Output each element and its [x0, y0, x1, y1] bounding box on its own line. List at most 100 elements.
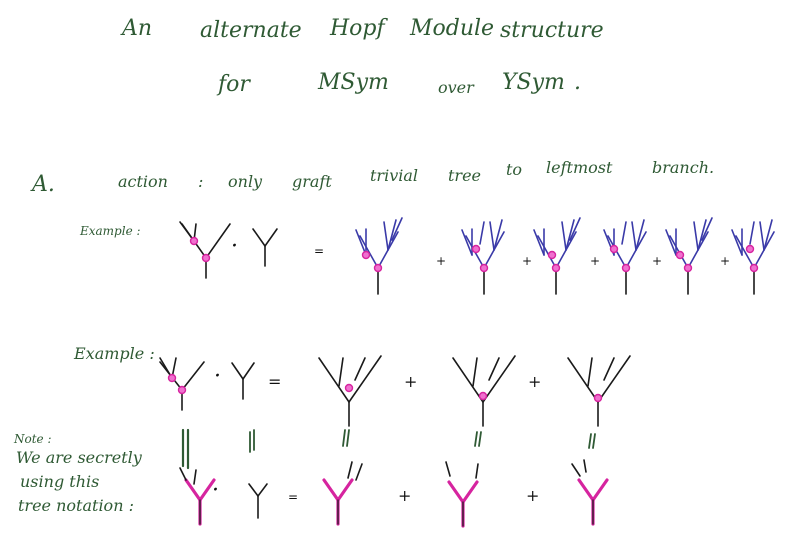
- tree-edge: [248, 483, 259, 497]
- tree-edge: [231, 362, 244, 380]
- tree-edge: [749, 221, 755, 245]
- tree-edge: [583, 459, 587, 473]
- tree-edge: [577, 478, 595, 502]
- note-line: Note :: [14, 432, 52, 446]
- equality-stroke: [588, 433, 592, 449]
- tree-edge: [537, 235, 557, 269]
- tree-edge: [591, 478, 609, 502]
- tree-edge: [731, 229, 743, 256]
- title-word-for: for: [218, 72, 250, 97]
- equals-sign: =: [288, 490, 299, 504]
- tree-edge: [445, 461, 451, 477]
- action-colon: :: [198, 172, 204, 191]
- tree-node-marker: [177, 385, 187, 395]
- tree-node-marker: [547, 250, 557, 260]
- tree-node-marker: [479, 263, 489, 273]
- plus-sign: +: [528, 372, 542, 391]
- tree-edge: [461, 229, 473, 256]
- tree-edge: [493, 219, 503, 251]
- tree-node-marker: [551, 263, 561, 273]
- section-a-word: to: [506, 160, 523, 179]
- tree-edge: [322, 478, 340, 502]
- tree-node-marker: [621, 263, 631, 273]
- tree-node-marker: [344, 383, 354, 393]
- equality-stroke: [474, 431, 478, 447]
- tree-edge: [179, 467, 187, 481]
- tree-edge: [252, 228, 266, 247]
- tree-node-marker: [683, 263, 693, 273]
- note-line: We are secretly: [16, 448, 142, 467]
- title-word-ysym: YSym: [502, 70, 565, 95]
- dot-operator: ·: [212, 478, 219, 503]
- section-a-word: branch.: [652, 158, 715, 177]
- tree-edge: [354, 357, 366, 381]
- note-line: using this: [20, 472, 100, 491]
- tree-edge: [461, 480, 479, 504]
- equality-stroke: [592, 433, 596, 449]
- tree-edge: [533, 229, 545, 256]
- tree-node-marker: [471, 244, 481, 254]
- title-word-an: An: [122, 16, 153, 41]
- tree-edge: [475, 463, 479, 479]
- tree-edge: [697, 219, 707, 251]
- tree-edge: [635, 219, 645, 251]
- example-1-label: Example :: [80, 224, 141, 238]
- example-2-label: Example :: [74, 344, 155, 363]
- section-a-word: leftmost: [546, 158, 613, 177]
- tree-edge: [348, 355, 382, 403]
- tree-edge: [701, 217, 713, 241]
- title-word-module: Module: [410, 16, 495, 41]
- section-a-word: tree: [448, 166, 482, 185]
- tree-edge: [565, 219, 575, 251]
- tree-edge: [489, 221, 495, 251]
- title-word-over: over: [438, 78, 474, 97]
- tree-edge: [318, 357, 350, 403]
- plus-sign: +: [590, 254, 601, 268]
- tree-edge: [561, 221, 567, 251]
- tree-edge: [205, 223, 231, 259]
- tree-edge: [759, 221, 765, 251]
- tree-edge: [387, 219, 397, 251]
- tree-edge: [621, 221, 627, 245]
- tree-node-marker: [373, 263, 383, 273]
- tree-edge: [631, 221, 637, 251]
- tree-edge: [472, 357, 478, 387]
- plus-sign: +: [720, 254, 731, 268]
- plus-sign: +: [652, 254, 663, 268]
- tree-edge: [763, 219, 773, 251]
- tree-edge: [567, 357, 599, 403]
- tree-node-marker: [593, 393, 603, 403]
- equals-sign: =: [268, 372, 282, 391]
- tree-node-marker: [361, 250, 371, 260]
- tree-edge: [452, 357, 484, 403]
- tree-edge: [693, 221, 699, 251]
- tree-edge: [242, 362, 255, 380]
- section-a-word: graft: [292, 172, 332, 191]
- plus-sign: +: [398, 486, 412, 505]
- plus-sign: +: [526, 486, 540, 505]
- tree-edge: [336, 478, 354, 502]
- tree-edge: [383, 221, 389, 251]
- tree-node-marker: [609, 244, 619, 254]
- tree-node-marker: [675, 250, 685, 260]
- tree-edge: [391, 217, 403, 241]
- tree-edge: [181, 361, 205, 391]
- tree-node-marker: [201, 253, 211, 263]
- plus-sign: +: [436, 254, 447, 268]
- tree-edge: [607, 235, 627, 269]
- equality-stroke: [346, 429, 350, 447]
- tree-node-marker: [745, 244, 755, 254]
- tree-edge: [587, 357, 593, 387]
- action-keyword: action: [118, 172, 168, 191]
- tree-node-marker: [478, 391, 488, 401]
- tree-edge: [193, 469, 197, 485]
- equals-sign: =: [314, 244, 325, 258]
- tree-edge: [603, 357, 615, 381]
- title-word-alternate: alternate: [200, 18, 302, 43]
- section-a-word: trivial: [370, 166, 419, 185]
- tree-edge: [482, 355, 516, 403]
- tree-edge: [665, 229, 677, 256]
- plus-sign: +: [404, 372, 418, 391]
- equality-stroke: [478, 431, 482, 447]
